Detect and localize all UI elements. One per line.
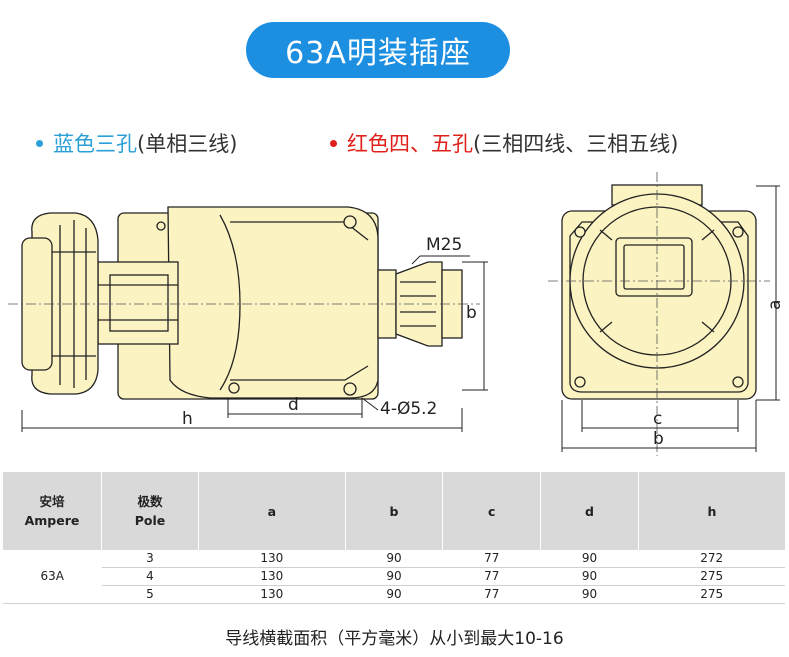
front-view bbox=[561, 184, 757, 400]
label-b-front: b bbox=[653, 429, 664, 449]
label-b-side: b bbox=[466, 303, 477, 323]
header-d: d bbox=[540, 472, 639, 550]
cell-d: 90 bbox=[540, 567, 639, 586]
cell-ampere: 63A bbox=[3, 550, 102, 604]
cell-d: 90 bbox=[540, 550, 639, 568]
label-d: d bbox=[288, 395, 299, 415]
legend-red-sub: (三相四线、三相五线) bbox=[473, 132, 679, 156]
cell-pole: 3 bbox=[101, 550, 199, 568]
legend-blue-sub: (单相三线) bbox=[137, 132, 238, 156]
page-title: 63A明装插座 bbox=[246, 22, 510, 78]
legend-red-main: 红色四、五孔 bbox=[347, 132, 473, 156]
side-view bbox=[21, 206, 463, 400]
front-lid bbox=[615, 237, 693, 297]
header-b: b bbox=[345, 472, 444, 550]
blue-dot-icon bbox=[36, 139, 43, 147]
cell-a: 130 bbox=[198, 567, 346, 586]
cell-c: 77 bbox=[442, 550, 541, 568]
cell-b: 90 bbox=[345, 550, 443, 568]
cell-c: 77 bbox=[442, 585, 541, 604]
cell-h: 275 bbox=[638, 585, 785, 604]
cell-a: 130 bbox=[198, 585, 346, 604]
product-drawing: M25 b d 4-Ø5.2 h a c b bbox=[8, 172, 785, 456]
cell-h: 272 bbox=[638, 550, 785, 568]
screw-head-icon bbox=[343, 215, 357, 229]
table-row: 5 130 90 77 90 275 bbox=[3, 585, 785, 604]
label-m25: M25 bbox=[426, 235, 462, 255]
footer-note: 导线横截面积（平方毫米）从小到最大10-16 bbox=[225, 629, 564, 649]
header-h: h bbox=[638, 472, 785, 550]
cell-d: 90 bbox=[540, 585, 639, 604]
cell-pole: 5 bbox=[101, 585, 199, 604]
legend-blue: 蓝色三孔 (单相三线) bbox=[36, 128, 237, 158]
label-c: c bbox=[653, 409, 662, 429]
table-row: 4 130 90 77 90 275 bbox=[3, 567, 785, 586]
cell-pole: 4 bbox=[101, 567, 199, 586]
legend-blue-main: 蓝色三孔 bbox=[53, 132, 137, 156]
side-neck bbox=[97, 261, 179, 345]
cell-a: 130 bbox=[198, 550, 346, 568]
label-a: a bbox=[765, 300, 785, 310]
table-row: 63A 3 130 90 77 90 272 bbox=[3, 550, 785, 604]
cell-b: 90 bbox=[345, 567, 443, 586]
label-h: h bbox=[182, 409, 193, 429]
side-housing bbox=[167, 206, 379, 399]
cell-c: 77 bbox=[442, 567, 541, 586]
header-a: a bbox=[198, 472, 346, 550]
cell-h: 275 bbox=[638, 567, 785, 586]
cell-b: 90 bbox=[345, 585, 443, 604]
header-c: c bbox=[442, 472, 542, 550]
legend-red: 红色四、五孔 (三相四线、三相五线) bbox=[330, 128, 678, 158]
red-dot-icon bbox=[330, 139, 337, 147]
screw-head-icon bbox=[343, 382, 357, 396]
label-hole: 4-Ø5.2 bbox=[380, 399, 437, 419]
